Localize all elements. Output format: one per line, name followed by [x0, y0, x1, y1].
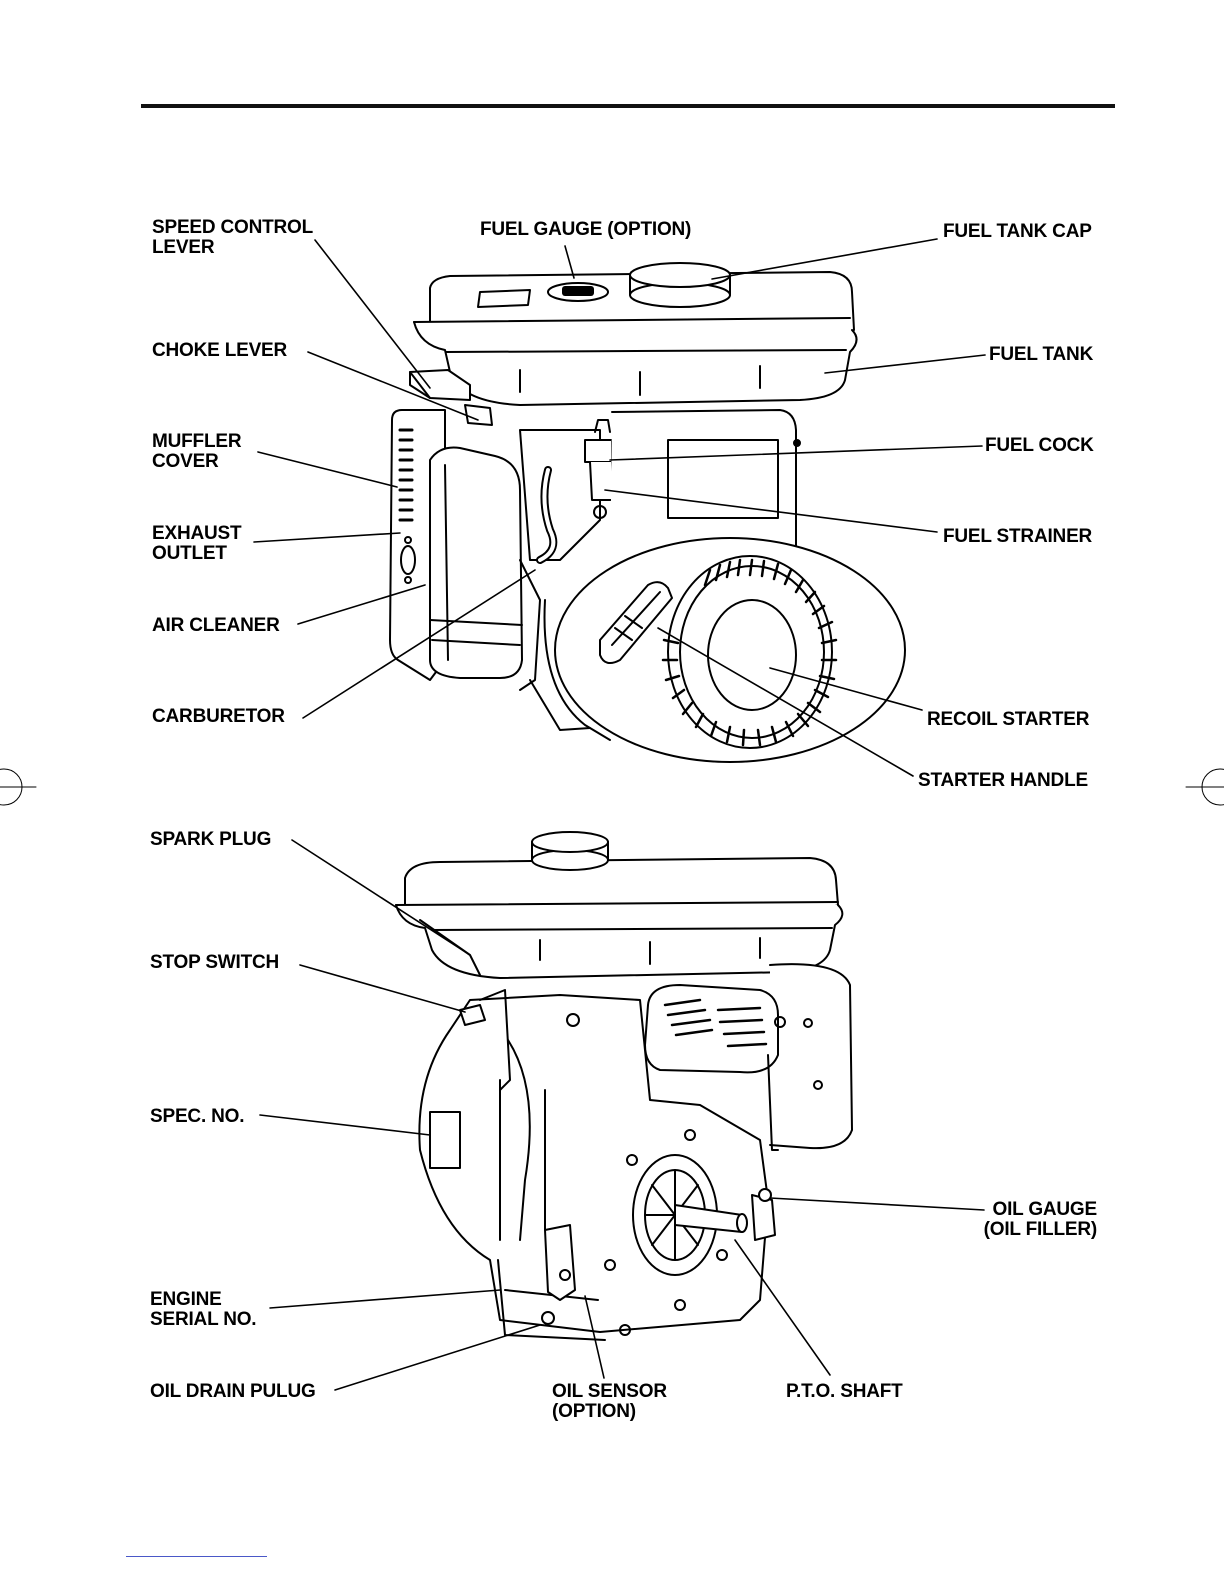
label-oil-sensor: OIL SENSOR (OPTION) — [552, 1382, 667, 1422]
label-exhaust-outlet-line2: OUTLET — [152, 543, 227, 564]
label-exhaust-outlet: EXHAUST OUTLET — [152, 523, 242, 564]
label-oil-drain-plug: OIL DRAIN PULUG — [150, 1381, 316, 1402]
label-engine-serial-no: ENGINE SERIAL NO. — [150, 1289, 257, 1330]
fuel-tank-cap-shape — [629, 262, 731, 308]
engine-rear-view — [395, 831, 853, 1341]
label-fuel-tank-cap: FUEL TANK CAP — [943, 221, 1092, 242]
fuel-tank-rear-shape — [395, 831, 844, 979]
oil-sensor-shape — [544, 1224, 576, 1301]
label-fuel-strainer: FUEL STRAINER — [943, 526, 1093, 547]
label-fuel-cock: FUEL COCK — [985, 435, 1094, 456]
label-choke-lever: CHOKE LEVER — [152, 340, 288, 361]
label-oil-gauge-line2: (OIL FILLER) — [983, 1219, 1098, 1240]
label-muffler-cover: MUFFLER COVER — [152, 431, 242, 472]
engine-block-rear-shape — [418, 994, 786, 1341]
footer-rule — [126, 1556, 267, 1557]
label-fuel-gauge: FUEL GAUGE (OPTION) — [480, 219, 692, 240]
registration-mark-left — [0, 768, 37, 806]
label-engine-serial-no-line2: SERIAL NO. — [150, 1309, 257, 1330]
label-stop-switch: STOP SWITCH — [150, 952, 280, 973]
header-rule — [141, 104, 1115, 108]
label-engine-serial-no-line1: ENGINE — [150, 1289, 222, 1310]
label-pto-shaft: P.T.O. SHAFT — [786, 1381, 903, 1402]
fuel-gauge-shape — [547, 282, 609, 302]
label-speed-control-lever-line2: LEVER — [152, 237, 215, 258]
label-oil-sensor-line1: OIL SENSOR — [552, 1381, 667, 1402]
stop-switch-shape — [459, 989, 531, 1241]
label-speed-control-lever-line1: SPEED CONTROL — [152, 217, 314, 238]
recoil-starter-shape — [554, 537, 906, 763]
engine-block-shape — [529, 409, 801, 741]
label-recoil-starter: RECOIL STARTER — [927, 709, 1090, 730]
starter-cover-slots — [661, 558, 838, 747]
leader-lines-top — [253, 238, 986, 777]
label-spark-plug: SPARK PLUG — [150, 829, 272, 850]
leader-lines-bottom — [259, 839, 985, 1391]
speed-control-lever-shape — [409, 369, 471, 401]
label-muffler-cover-line1: MUFFLER — [152, 431, 242, 452]
muffler-rear-shape — [644, 963, 853, 1151]
registration-mark-right — [1185, 768, 1224, 806]
label-air-cleaner: AIR CLEANER — [152, 615, 280, 636]
air-cleaner-shape — [429, 446, 523, 679]
label-oil-gauge-line1: OIL GAUGE — [992, 1199, 1098, 1220]
engine-front-view — [389, 262, 906, 763]
label-carburetor: CARBURETOR — [152, 706, 285, 727]
label-oil-sensor-line2: (OPTION) — [552, 1401, 636, 1422]
label-speed-control-lever: SPEED CONTROL LEVER — [152, 218, 313, 258]
label-fuel-tank: FUEL TANK — [989, 344, 1094, 365]
label-muffler-cover-line2: COVER — [152, 451, 219, 472]
label-oil-gauge: OIL GAUGE (OIL FILLER) — [976, 1199, 1098, 1240]
fuel-tank-shape — [413, 271, 858, 406]
choke-lever-shape — [464, 404, 493, 426]
label-starter-handle: STARTER HANDLE — [918, 770, 1088, 791]
label-spec-no: SPEC. NO. — [150, 1106, 245, 1127]
label-exhaust-outlet-line1: EXHAUST — [152, 523, 242, 544]
